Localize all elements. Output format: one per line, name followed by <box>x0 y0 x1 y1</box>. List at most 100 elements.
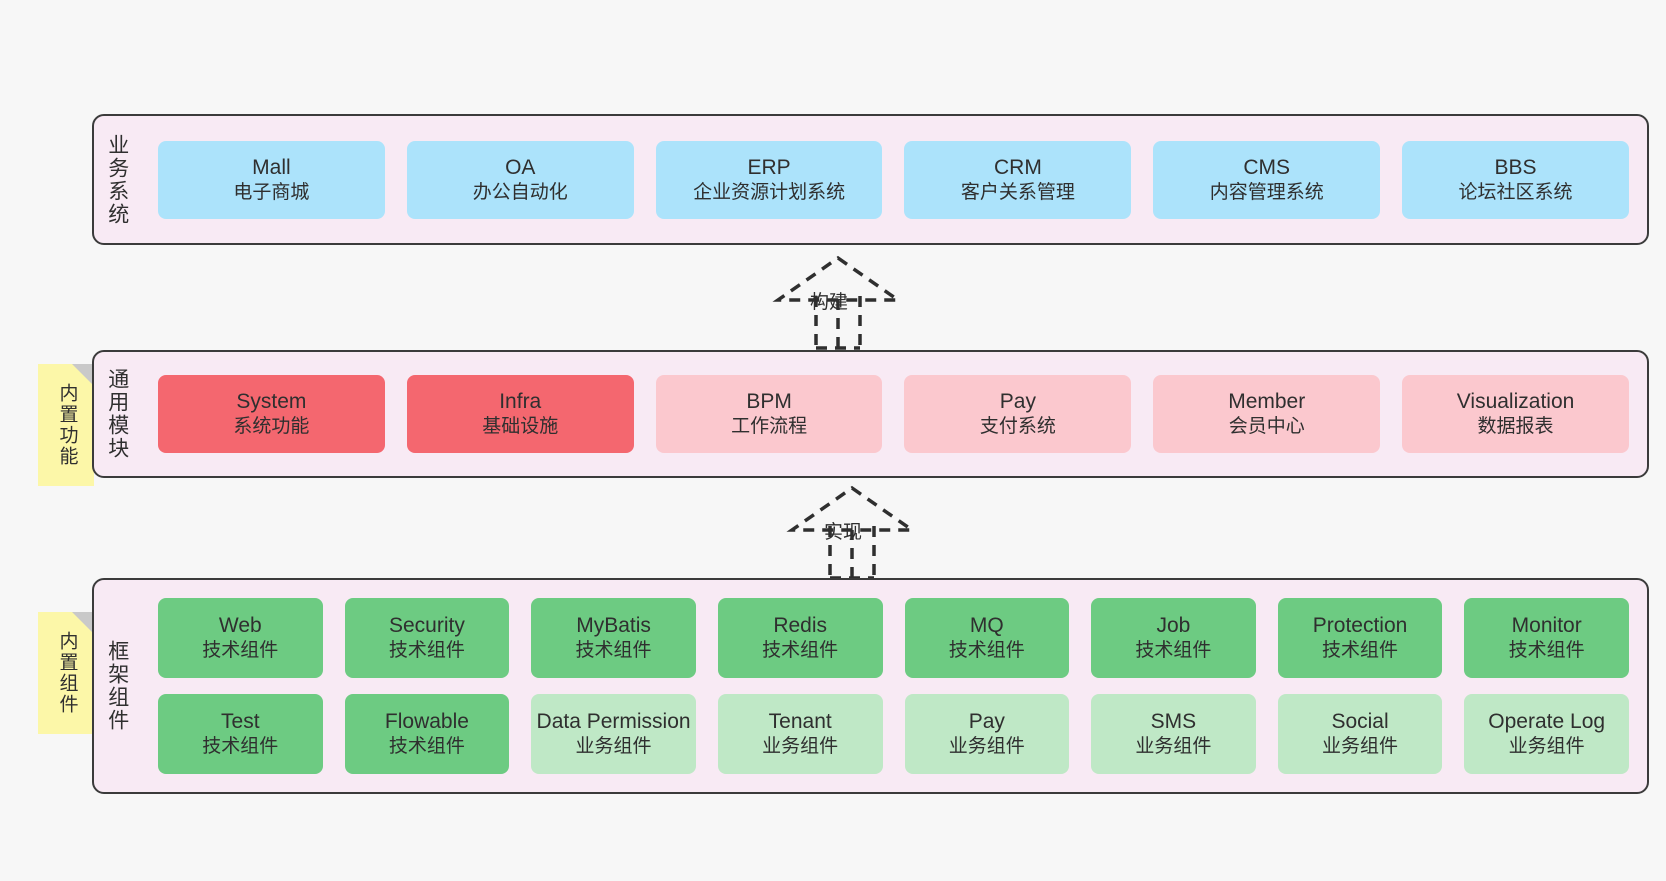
card-title: OA <box>505 155 536 179</box>
card-subtitle: 基础设施 <box>482 416 559 438</box>
card-subtitle: 技术组件 <box>1322 640 1399 662</box>
dashed-generalization-arrow-icon <box>772 255 904 350</box>
card-flowable[interactable]: Flowable 技术组件 <box>344 694 510 774</box>
card-subtitle: 业务组件 <box>1135 736 1212 758</box>
card-pay-component[interactable]: Pay 业务组件 <box>904 694 1070 774</box>
layer-label-framework-components: 框架组件 <box>105 640 129 732</box>
card-title: Data Permission <box>536 710 691 733</box>
connector-build-arrow: 构建 <box>748 252 928 352</box>
card-subtitle: 技术组件 <box>1508 640 1585 662</box>
card-subtitle: 技术组件 <box>762 640 839 662</box>
card-subtitle: 内容管理系统 <box>1209 181 1324 203</box>
card-title: Tenant <box>768 710 832 733</box>
card-row: Mall 电子商城 OA 办公自动化 ERP 企业资源计划系统 CRM 客户关系… <box>158 140 1629 219</box>
sticky-note-label: 内置功能 <box>56 383 78 467</box>
card-subtitle: 技术组件 <box>1135 640 1212 662</box>
card-subtitle: 业务组件 <box>1508 736 1585 758</box>
sticky-note-builtin-components: 内置组件 <box>38 612 94 734</box>
card-title: MQ <box>969 614 1004 637</box>
card-subtitle: 支付系统 <box>979 416 1056 438</box>
card-test[interactable]: Test 技术组件 <box>158 694 323 774</box>
card-data-permission[interactable]: Data Permission 业务组件 <box>531 694 696 774</box>
card-crm[interactable]: CRM 客户关系管理 <box>904 140 1132 219</box>
card-title: System <box>236 390 307 413</box>
sticky-note-builtin-features: 内置功能 <box>38 364 94 486</box>
card-title: BBS <box>1494 155 1537 179</box>
card-title: CMS <box>1243 155 1291 179</box>
card-subtitle: 会员中心 <box>1228 416 1305 438</box>
card-subtitle: 技术组件 <box>202 640 279 662</box>
card-mybatis[interactable]: MyBatis 技术组件 <box>531 598 696 678</box>
card-subtitle: 技术组件 <box>575 640 652 662</box>
card-tenant[interactable]: Tenant 业务组件 <box>717 694 883 774</box>
card-member[interactable]: Member 会员中心 <box>1153 375 1381 453</box>
card-subtitle: 业务组件 <box>948 736 1025 758</box>
card-title: MyBatis <box>576 614 651 637</box>
card-title: Pay <box>999 390 1036 413</box>
dashed-realization-arrow-icon <box>786 485 918 580</box>
card-subtitle: 技术组件 <box>388 640 465 662</box>
card-title: BPM <box>746 390 792 413</box>
layer-body-framework-components: Web 技术组件 Security 技术组件 MyBatis 技术组件 Redi… <box>140 580 1647 792</box>
card-oa[interactable]: OA 办公自动化 <box>406 140 634 219</box>
card-title: ERP <box>747 155 791 179</box>
card-title: Web <box>218 614 262 637</box>
card-subtitle: 系统功能 <box>233 416 310 438</box>
card-redis[interactable]: Redis 技术组件 <box>717 598 883 678</box>
connector-implements-arrow: 实现 <box>762 482 942 582</box>
card-title: Flowable <box>384 710 469 733</box>
card-subtitle: 办公自动化 <box>472 181 568 203</box>
card-erp[interactable]: ERP 企业资源计划系统 <box>655 140 883 219</box>
card-subtitle: 业务组件 <box>1322 736 1399 758</box>
layer-general-modules: 通用模块 System 系统功能 Infra 基础设施 BPM 工作流程 Pay… <box>92 350 1649 478</box>
card-row: Web 技术组件 Security 技术组件 MyBatis 技术组件 Redi… <box>158 598 1629 678</box>
card-subtitle: 技术组件 <box>948 640 1025 662</box>
card-title: Protection <box>1312 614 1408 637</box>
card-monitor[interactable]: Monitor 技术组件 <box>1464 598 1629 678</box>
card-bbs[interactable]: BBS 论坛社区系统 <box>1402 140 1629 219</box>
layer-body-business-systems: Mall 电子商城 OA 办公自动化 ERP 企业资源计划系统 CRM 客户关系… <box>140 116 1647 243</box>
card-mall[interactable]: Mall 电子商城 <box>158 140 385 219</box>
card-title: Security <box>389 614 465 637</box>
sticky-fold-corner-icon <box>72 612 94 634</box>
card-subtitle: 技术组件 <box>202 736 279 758</box>
card-subtitle: 电子商城 <box>233 181 310 203</box>
card-title: Operate Log <box>1488 710 1606 733</box>
card-subtitle: 工作流程 <box>731 416 808 438</box>
card-subtitle: 论坛社区系统 <box>1458 181 1573 203</box>
layer-label-business-systems: 业务系统 <box>105 133 129 226</box>
card-subtitle: 数据报表 <box>1477 416 1554 438</box>
card-title: CRM <box>993 155 1042 179</box>
sticky-fold-corner-icon <box>72 364 94 386</box>
card-cms[interactable]: CMS 内容管理系统 <box>1153 140 1381 219</box>
card-title: Pay <box>968 710 1005 733</box>
card-system[interactable]: System 系统功能 <box>158 375 385 453</box>
layer-business-systems: 业务系统 Mall 电子商城 OA 办公自动化 ERP 企业资源计划系统 CRM… <box>92 114 1649 245</box>
layer-framework-components: 框架组件 Web 技术组件 Security 技术组件 MyBatis 技术组件… <box>92 578 1649 794</box>
card-subtitle: 业务组件 <box>762 736 839 758</box>
card-mq[interactable]: MQ 技术组件 <box>904 598 1070 678</box>
card-pay-module[interactable]: Pay 支付系统 <box>904 375 1132 453</box>
card-title: Member <box>1228 390 1306 413</box>
card-protection[interactable]: Protection 技术组件 <box>1277 598 1443 678</box>
card-social[interactable]: Social 业务组件 <box>1277 694 1443 774</box>
card-visualization[interactable]: Visualization 数据报表 <box>1402 375 1629 453</box>
card-row: System 系统功能 Infra 基础设施 BPM 工作流程 Pay 支付系统… <box>158 375 1629 453</box>
card-subtitle: 业务组件 <box>575 736 652 758</box>
card-subtitle: 客户关系管理 <box>960 181 1075 203</box>
card-row: Test 技术组件 Flowable 技术组件 Data Permission … <box>158 694 1629 774</box>
card-security[interactable]: Security 技术组件 <box>344 598 510 678</box>
card-operate-log[interactable]: Operate Log 业务组件 <box>1464 694 1629 774</box>
card-bpm[interactable]: BPM 工作流程 <box>655 375 883 453</box>
card-subtitle: 企业资源计划系统 <box>693 181 846 203</box>
card-title: Job <box>1156 614 1191 637</box>
card-title: Redis <box>773 614 828 637</box>
card-infra[interactable]: Infra 基础设施 <box>406 375 634 453</box>
card-job[interactable]: Job 技术组件 <box>1091 598 1256 678</box>
connector-label-implements: 实现 <box>824 522 863 543</box>
card-web[interactable]: Web 技术组件 <box>158 598 323 678</box>
layer-body-general-modules: System 系统功能 Infra 基础设施 BPM 工作流程 Pay 支付系统… <box>140 352 1647 476</box>
card-sms[interactable]: SMS 业务组件 <box>1091 694 1256 774</box>
card-title: Monitor <box>1511 614 1582 637</box>
